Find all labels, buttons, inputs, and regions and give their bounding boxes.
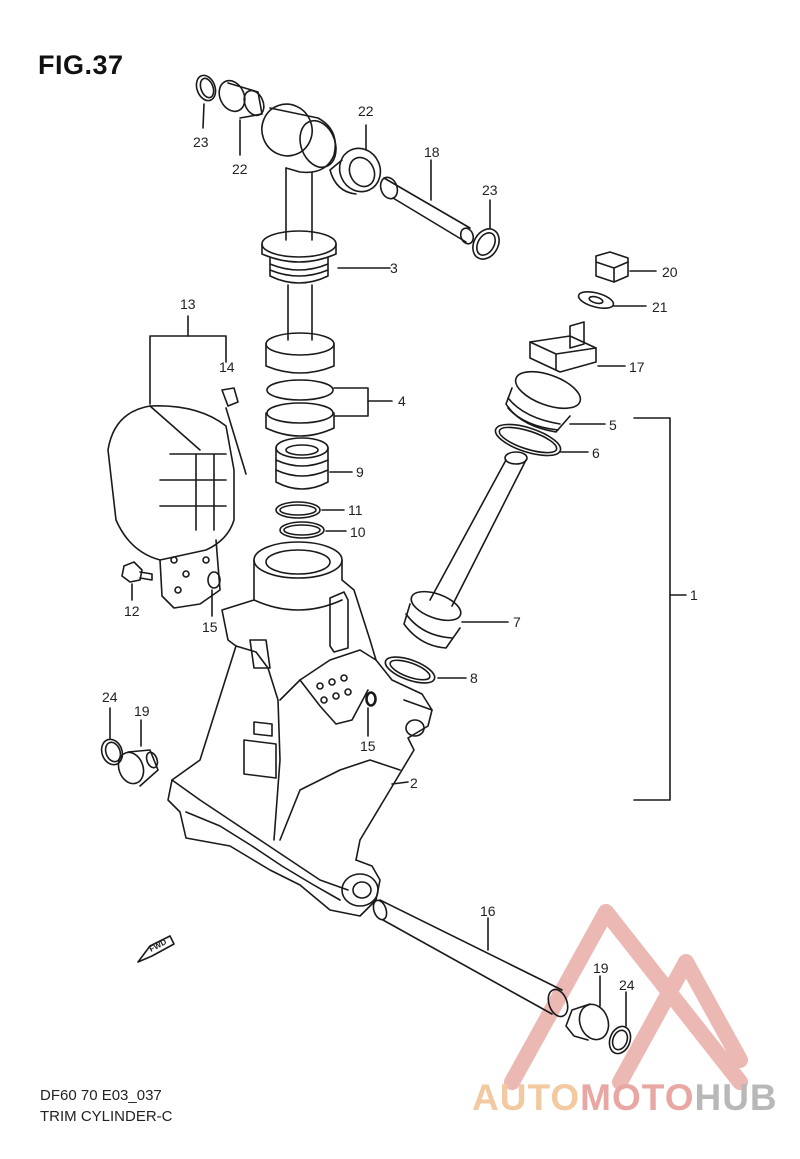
callout-6: 6 xyxy=(592,445,600,461)
callout-11: 11 xyxy=(348,502,363,518)
callout-8: 8 xyxy=(470,670,478,686)
callout-19: 19 xyxy=(593,960,609,976)
circlip-23-top xyxy=(195,74,217,102)
watermark-triangle xyxy=(504,904,748,1090)
piston-assembly-4 xyxy=(265,332,335,437)
callout-16: 16 xyxy=(480,903,496,919)
figure-code: DF60 70 E03_037 xyxy=(40,1087,162,1104)
o-ring-6 xyxy=(494,423,562,457)
bolt-12 xyxy=(121,561,153,583)
callout-18: 18 xyxy=(424,144,440,160)
watermark-part-hub: HUB xyxy=(694,1077,778,1118)
callout-23: 23 xyxy=(482,182,498,198)
callout-13: 13 xyxy=(180,296,196,312)
callout-24: 24 xyxy=(619,977,635,993)
bushing-22-right xyxy=(329,147,382,195)
callout-19: 19 xyxy=(134,703,150,719)
circlip-11 xyxy=(275,501,321,519)
o-ring-15-left xyxy=(207,571,221,589)
fwd-arrow-icon xyxy=(137,935,175,963)
callout-21: 21 xyxy=(652,299,668,315)
watermark-part-auto: AUTO xyxy=(472,1077,581,1118)
callout-14: 14 xyxy=(219,359,235,375)
watermark-logo: AUTOMOTOHUB xyxy=(472,1077,778,1119)
callout-24: 24 xyxy=(102,689,118,705)
watermark-part-moto: MOTO xyxy=(580,1077,695,1118)
cylinder-cap-5 xyxy=(505,370,582,433)
callout-2: 2 xyxy=(410,775,418,791)
circlip-24-left xyxy=(100,738,124,766)
trim-rod-3 xyxy=(261,103,337,341)
callout-17: 17 xyxy=(629,359,645,375)
callout-20: 20 xyxy=(662,264,678,280)
callout-1: 1 xyxy=(690,587,698,603)
o-ring-15-right xyxy=(366,692,376,706)
washer-21 xyxy=(577,290,615,310)
callout-15: 15 xyxy=(360,738,376,754)
clip-14 xyxy=(221,387,239,407)
callout-3: 3 xyxy=(390,260,398,276)
figure-name: TRIM CYLINDER-C xyxy=(40,1108,173,1125)
ring-10 xyxy=(279,521,325,539)
callout-15: 15 xyxy=(202,619,218,635)
circlip-24-right xyxy=(608,1025,632,1055)
cover-13 xyxy=(107,405,235,609)
callout-22: 22 xyxy=(232,161,248,177)
pin-16 xyxy=(372,899,569,1018)
callout-5: 5 xyxy=(609,417,617,433)
nut-20 xyxy=(595,251,629,283)
callout-23: 23 xyxy=(193,134,209,150)
circlip-23-right xyxy=(472,228,500,260)
bushing-19-left xyxy=(117,749,159,787)
seal-7 xyxy=(403,590,462,649)
callout-9: 9 xyxy=(356,464,364,480)
callout-10: 10 xyxy=(350,524,366,540)
callout-22: 22 xyxy=(358,103,374,119)
figure-title: FIG.37 xyxy=(38,50,124,80)
pin-18 xyxy=(379,176,475,245)
bushing-19-right xyxy=(565,1003,610,1041)
callout-12: 12 xyxy=(124,603,140,619)
callout-4: 4 xyxy=(398,393,406,409)
bushing-22-left xyxy=(218,79,265,119)
callout-7: 7 xyxy=(513,614,521,630)
o-ring-8 xyxy=(384,656,436,684)
tilt-tube xyxy=(429,451,528,607)
valve-17 xyxy=(529,321,597,373)
seal-9 xyxy=(275,437,329,490)
